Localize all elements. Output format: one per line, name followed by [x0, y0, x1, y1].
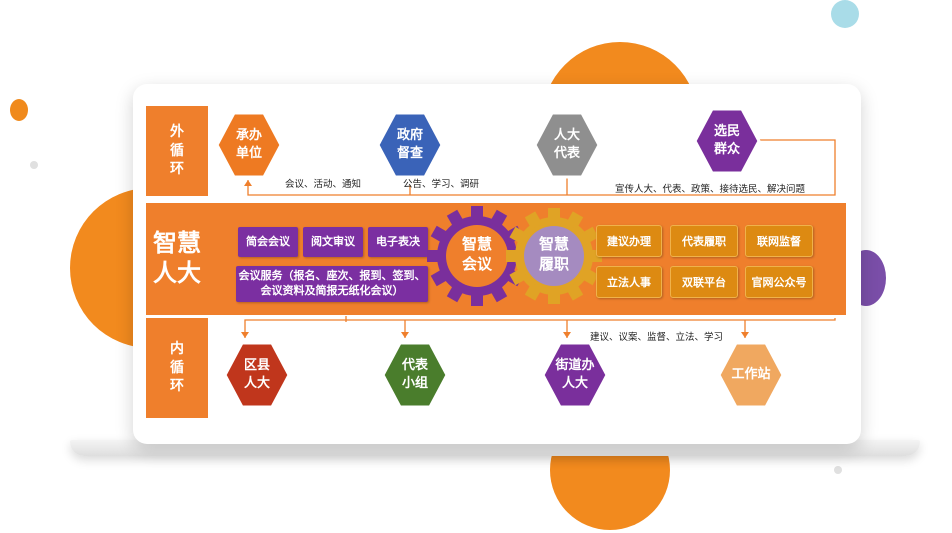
hexagon-shape	[533, 111, 601, 179]
node-workstation[interactable]: 工作站	[716, 340, 786, 410]
outer-label-char-2: 循	[170, 142, 184, 159]
hexagon-shape	[693, 107, 761, 175]
hexagon-shape	[376, 111, 444, 179]
decor-dot-gray-3	[834, 466, 842, 474]
decor-dot-orange-small	[10, 99, 28, 121]
node-voters-label: 选民 群众	[713, 124, 740, 157]
title-line-2: 人大	[153, 259, 201, 287]
hexagon-shape	[223, 341, 291, 409]
node-gov-supervision[interactable]: 政府 督查	[375, 110, 445, 180]
node-street-office-npc[interactable]: 街道办 人大	[540, 340, 610, 410]
btn-meeting-service[interactable]: 会议服务（报名、座次、报到、签到、 会议资料及简报无纸化会议）	[236, 266, 428, 302]
device-base	[70, 440, 920, 456]
hexagon-shape	[717, 341, 785, 409]
btn-document-review[interactable]: 阅文审议	[303, 227, 363, 257]
btn-e-voting[interactable]: 电子表决	[368, 227, 428, 257]
inner-label-char-3: 环	[170, 378, 184, 395]
node-gov-supervision-label: 政府 督查	[396, 128, 423, 161]
btn-deputy-duty[interactable]: 代表履职	[670, 225, 738, 257]
node-district-npc[interactable]: 区县 人大	[222, 340, 292, 410]
btn-network-supervision[interactable]: 联网监督	[745, 225, 813, 257]
inner-label-char-1: 内	[170, 340, 184, 357]
outer-label-char-1: 外	[170, 123, 184, 140]
btn-official-website[interactable]: 官网公众号	[745, 266, 813, 298]
caption-inner-topics: 建议、议案、监督、立法、学习	[590, 332, 724, 343]
outer-label-char-3: 环	[170, 161, 184, 178]
caption-announcements: 公告、学习、调研	[403, 179, 480, 190]
decor-dot-gray-2	[30, 161, 38, 169]
caption-meetings: 会议、活动、通知	[285, 179, 362, 190]
node-deputy-group-label: 代表 小组	[401, 358, 428, 391]
caption-publicity: 宣传人大、代表、政策、接待选民、解决问题	[615, 184, 806, 195]
btn-suggestion-handling[interactable]: 建议办理	[596, 225, 662, 257]
hexagon-shape	[381, 341, 449, 409]
smart-npc-title: 智慧 人大	[146, 208, 208, 308]
node-street-office-npc-label: 街道办 人大	[555, 358, 595, 391]
gear-meeting-label: 智慧 会议	[461, 235, 492, 273]
node-workstation-label: 工作站	[731, 367, 771, 383]
btn-legislation-personnel[interactable]: 立法人事	[596, 266, 662, 298]
btn-meeting-simple[interactable]: 简会会议	[238, 227, 298, 257]
node-deputies[interactable]: 人大 代表	[532, 110, 602, 180]
node-voters[interactable]: 选民 群众	[692, 106, 762, 176]
node-deputies-label: 人大 代表	[553, 128, 580, 161]
gear-duty-label: 智慧 履职	[538, 235, 569, 273]
hexagon-shape	[215, 111, 283, 179]
decor-circle-cyan	[831, 0, 859, 28]
outer-cycle-label: 外 循 环	[146, 106, 208, 196]
node-deputy-group[interactable]: 代表 小组	[380, 340, 450, 410]
hexagon-shape	[541, 341, 609, 409]
node-contractor[interactable]: 承办 单位	[214, 110, 284, 180]
gear-duty-icon	[506, 208, 602, 304]
inner-cycle-label: 内 循 环	[146, 318, 208, 418]
inner-label-char-2: 循	[170, 359, 184, 376]
btn-dual-link-platform[interactable]: 双联平台	[670, 266, 738, 298]
node-district-npc-label: 区县 人大	[243, 358, 270, 391]
title-line-1: 智慧	[153, 229, 201, 257]
node-contractor-label: 承办 单位	[235, 128, 262, 161]
